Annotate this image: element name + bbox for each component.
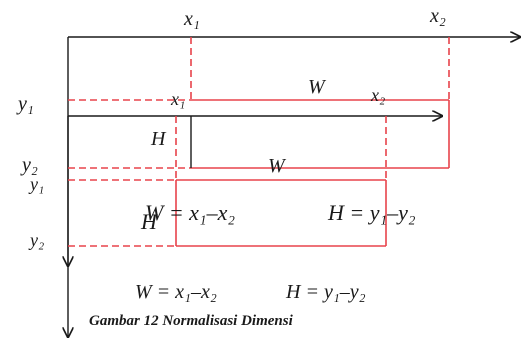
box2-width-equation: W = x₁–x₂ [145, 200, 235, 225]
inner-y1-label: y₁ [28, 174, 44, 194]
top-x2-label: x₂ [429, 5, 446, 27]
inner-y2-label: y₂ [28, 230, 44, 250]
top-x1-label: x₁ [183, 8, 200, 30]
figure-caption: Gambar 12 Normalisasi Dimensi [89, 313, 294, 329]
bottom-width-equation: W = x₁–x₂ [135, 281, 217, 303]
mid-x2-label: x₂ [370, 85, 385, 105]
box1-width-label: W [268, 155, 287, 177]
box2-height-equation: H = y₁–y₂ [327, 200, 416, 225]
top-box-width-label: W [308, 76, 327, 98]
box2-height-label: H [140, 209, 158, 234]
mid-x1-label: x₁ [170, 89, 185, 109]
outer-y2-label: y₂ [20, 154, 38, 176]
box1-height-label: H [150, 128, 167, 150]
bottom-height-equation: H = y₁–y₂ [285, 281, 366, 303]
outer-y1-label: y₁ [16, 93, 34, 115]
